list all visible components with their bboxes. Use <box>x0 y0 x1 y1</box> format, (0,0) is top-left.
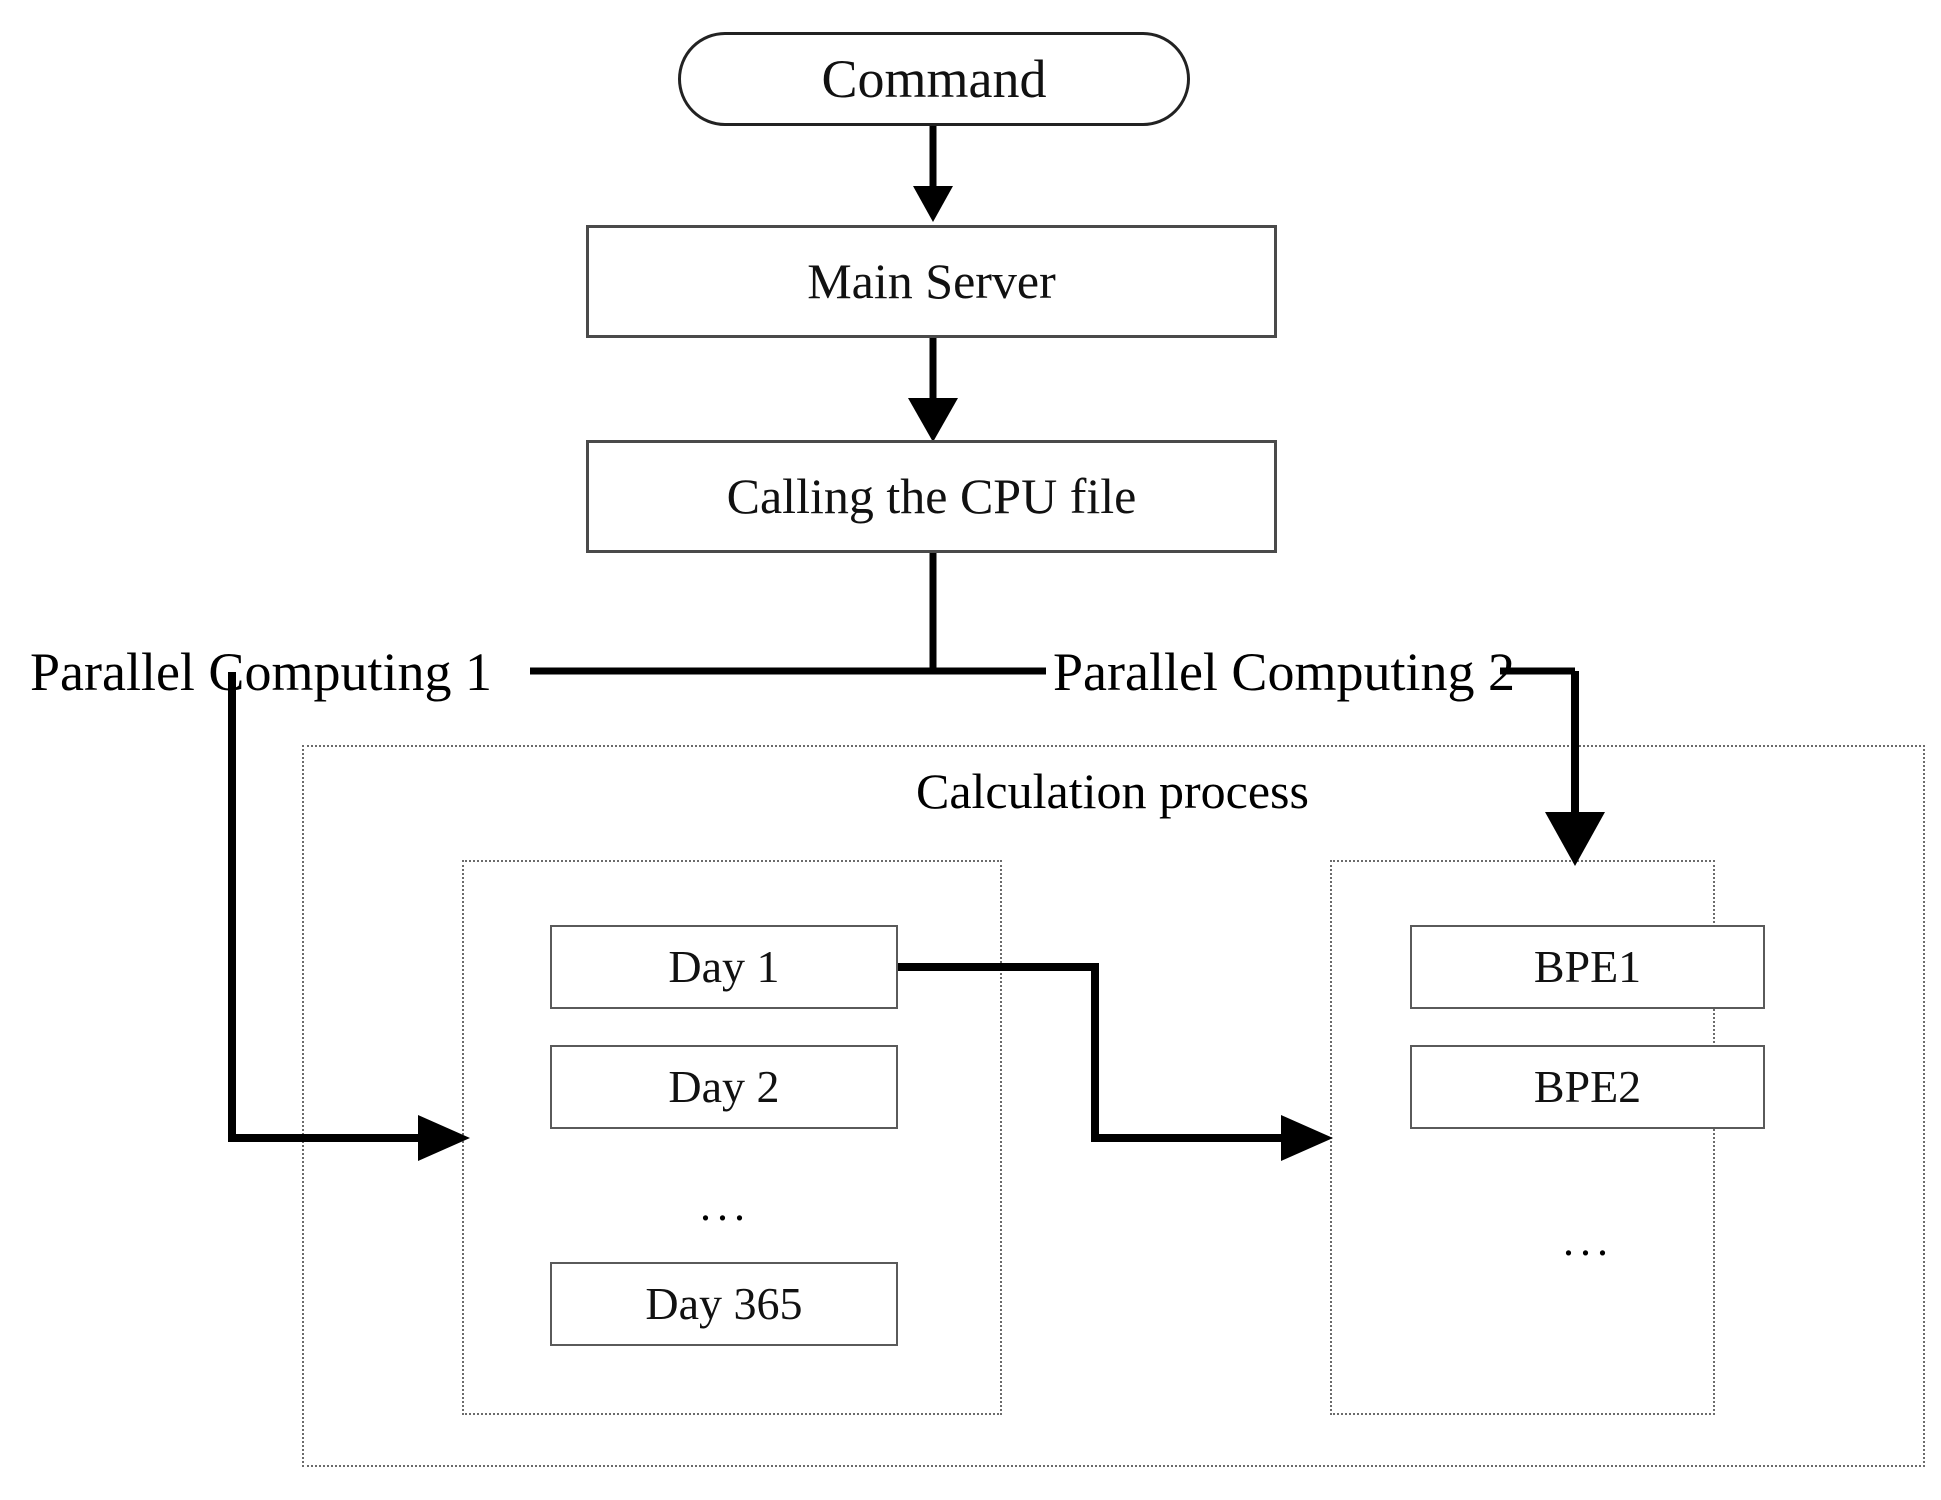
calculation-process-label: Calculation process <box>916 763 1309 819</box>
node-command-label: Command <box>821 48 1047 109</box>
bpe-group-ellipsis: ... <box>1563 1216 1614 1265</box>
branch-label-parallel-computing-2: Parallel Computing 2 <box>1053 642 1515 702</box>
node-day-2[interactable]: Day 2 <box>550 1045 898 1129</box>
node-calling-cpu-file[interactable]: Calling the CPU file <box>586 440 1277 553</box>
node-bpe-2-label: BPE2 <box>1533 1060 1642 1112</box>
node-main-server-label: Main Server <box>807 253 1056 310</box>
branch-label-parallel-computing-1: Parallel Computing 1 <box>30 642 492 702</box>
day-group-ellipsis: ... <box>700 1181 751 1230</box>
node-bpe-1-label: BPE1 <box>1533 940 1642 992</box>
node-calling-cpu-file-label: Calling the CPU file <box>726 468 1137 525</box>
node-bpe-1[interactable]: BPE1 <box>1410 925 1765 1009</box>
node-day-1[interactable]: Day 1 <box>550 925 898 1009</box>
node-day-2-label: Day 2 <box>668 1060 780 1112</box>
node-main-server[interactable]: Main Server <box>586 225 1277 338</box>
node-bpe-2[interactable]: BPE2 <box>1410 1045 1765 1129</box>
node-day-365[interactable]: Day 365 <box>550 1262 898 1346</box>
node-day-365-label: Day 365 <box>645 1277 803 1329</box>
node-command[interactable]: Command <box>678 32 1190 126</box>
node-day-1-label: Day 1 <box>668 940 780 992</box>
